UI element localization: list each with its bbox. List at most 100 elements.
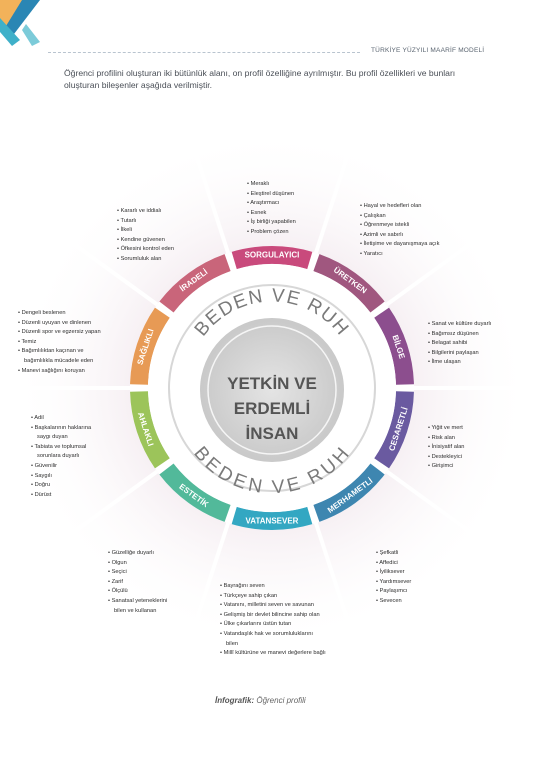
trait-segment xyxy=(130,307,170,385)
list-item: Saygılı xyxy=(31,472,91,482)
inner-ring-line xyxy=(168,284,376,492)
header-title: TÜRKİYE YÜZYILI MAARİF MODELİ xyxy=(371,47,485,54)
list-item: Bağımlılıktan kaçınan ve xyxy=(18,347,101,357)
spoke-line xyxy=(58,232,159,307)
list-item: Öğrenmeye istekli xyxy=(360,221,439,231)
trait-segment xyxy=(231,246,313,270)
trait-label: SORGULAYICI xyxy=(245,251,300,260)
list-item: Bayrağını seven xyxy=(220,582,326,592)
list-item: İş birliği yapabilen xyxy=(247,218,296,228)
list-item: Bağımsız düşünen xyxy=(428,330,491,340)
list-item: Tutarlı xyxy=(117,217,174,227)
list-item: Dürüst xyxy=(31,491,91,501)
spoke-line xyxy=(313,522,355,638)
trait-segment xyxy=(159,254,231,313)
center-disc-highlight xyxy=(207,325,337,455)
list-item: Ülke çıkarlarını üstün tutan xyxy=(220,620,326,630)
trait-segment xyxy=(130,391,170,469)
list-item: Vatanını, milletini seven ve savunan xyxy=(220,601,326,611)
list-item: Tabiata ve toplumsal xyxy=(31,443,91,453)
list-item: Destekleyici xyxy=(428,453,464,463)
list-item: Kararlı ve iddialı xyxy=(117,207,174,217)
list-item: Güzelliğe duyarlı xyxy=(108,549,167,559)
list-item: Araştırmacı xyxy=(247,199,296,209)
list-item: Olgun xyxy=(108,559,167,569)
list-item: Hayal ve hedefleri olan xyxy=(360,202,439,212)
list-saglikli: Dengeli beslenenDüzenli uyuyan ve dinlen… xyxy=(18,309,101,377)
header-rule xyxy=(48,52,360,53)
list-item: Azimli ve sabırlı xyxy=(360,231,439,241)
list-item: İletişime ve dayanışmaya açık xyxy=(360,240,440,250)
list-item: Problem çözen xyxy=(247,228,296,238)
list-item: Risk alan xyxy=(428,434,464,444)
list-item: Zarif xyxy=(108,578,167,588)
list-item: Temiz xyxy=(18,338,101,348)
list-bilge: Sanat ve kültüre duyarlıBağımsız düşünen… xyxy=(428,320,492,368)
center-disc xyxy=(200,318,344,462)
list-item: Esnek xyxy=(247,209,296,219)
trait-segment xyxy=(313,254,385,313)
list-item: Seçici xyxy=(108,568,167,578)
list-item: Adil xyxy=(31,414,91,424)
trait-ring xyxy=(130,246,414,530)
list-item: Dengeli beslenen xyxy=(18,309,101,319)
list-item: Şefkatli xyxy=(376,549,411,559)
list-item: Ölçülü xyxy=(108,587,167,597)
spoke-line xyxy=(189,522,231,638)
list-item: İlme ulaşan xyxy=(428,358,491,368)
list-item: Çalışkan xyxy=(360,212,439,222)
list-iradeli: Kararlı ve iddialıTutarlıİlkeliKendine g… xyxy=(117,207,174,265)
list-item: Millî kültürüne ve manevi değerlere bağl… xyxy=(220,649,326,659)
list-item: İyiliksever xyxy=(376,568,411,578)
spoke-line xyxy=(385,469,486,544)
list-item: Belagat sahibi xyxy=(428,339,491,349)
list-item: Yaratıcı xyxy=(360,250,439,260)
list-item: Başkalarının haklarına xyxy=(31,424,92,434)
list-item: Sorumluluk alan xyxy=(117,255,174,265)
list-item: Düzenli spor ve egzersiz yapan xyxy=(18,328,101,338)
list-uretken: Hayal ve hedefleri olanÇalışkanÖğrenmeye… xyxy=(360,202,439,260)
list-item: Eleştirel düşünen xyxy=(247,190,296,200)
list-item: Sanat ve kültüre duyarlı xyxy=(428,320,492,330)
list-item: Sanatsal yeteneklerini xyxy=(108,597,168,607)
caption: İnfografik: Öğrenci profili xyxy=(215,696,306,705)
list-item: sorunlara duyarlı xyxy=(37,453,80,460)
caption-label: İnfografik: xyxy=(215,696,255,705)
list-vatansever: Bayrağını sevenTürkçeye sahip çıkanVatan… xyxy=(220,582,326,659)
trait-label: VATANSEVER xyxy=(246,517,299,526)
trait-segment xyxy=(374,391,414,469)
list-item: Yiğit ve mert xyxy=(428,424,464,434)
spoke-line xyxy=(189,138,231,254)
center-line-2: ERDEMLİ xyxy=(234,399,311,418)
spoke-line xyxy=(313,138,355,254)
list-item: Manevi sağlığını koruyan xyxy=(18,367,101,377)
list-item: bağımlılıkla mücadele eden xyxy=(24,357,94,364)
list-item: Doğru xyxy=(31,481,91,491)
list-item: Düzenli uyuyan ve dinlenen xyxy=(18,319,101,329)
list-item: Sevecen xyxy=(376,597,411,607)
list-item: Meraklı xyxy=(247,180,296,190)
list-merhametli: ŞefkatliAffediciİyilikseverYardımseverPa… xyxy=(376,549,411,607)
trait-segment xyxy=(374,307,414,385)
list-item: bilen xyxy=(226,640,239,647)
divider-spokes xyxy=(10,138,534,638)
list-item: Güvenilir xyxy=(31,462,91,472)
list-item: Bilgilerini paylaşan xyxy=(428,349,491,359)
trait-segment xyxy=(313,463,385,522)
spoke-line xyxy=(58,469,159,544)
list-item: Öfkesini kontrol eden xyxy=(117,245,174,255)
list-item: İnisiyatif alan xyxy=(428,443,465,453)
list-item: İlkeli xyxy=(117,226,174,236)
list-sorgulayici: MeraklıEleştirel düşünenAraştırmacıEsnek… xyxy=(247,180,296,238)
center-line-1: YETKİN VE xyxy=(227,374,317,393)
list-item: Paylaşımcı xyxy=(376,587,411,597)
corner-logo xyxy=(0,0,40,46)
spoke-line xyxy=(385,232,486,307)
center-line-3: İNSAN xyxy=(246,424,299,443)
list-item: bilen ve kullanan xyxy=(114,607,157,614)
list-item: Affedici xyxy=(376,559,411,569)
list-item: Yardımsever xyxy=(376,578,411,588)
trait-segment xyxy=(159,463,231,522)
list-item: Kendine güvenen xyxy=(117,236,174,246)
